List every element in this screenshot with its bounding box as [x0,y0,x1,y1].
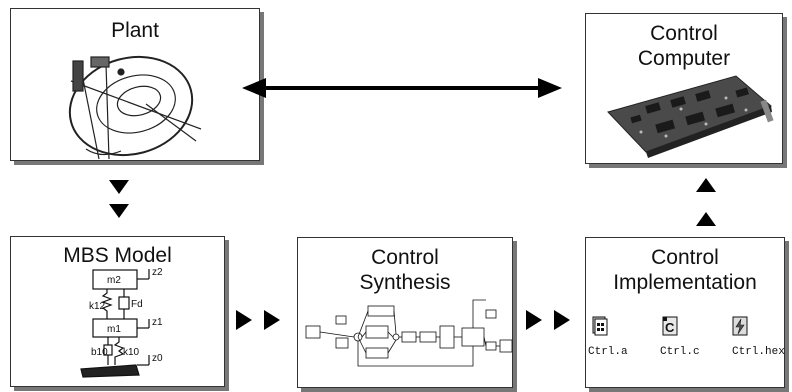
synthesis-title-line2: Synthesis [359,271,451,294]
plant-sketch-image [68,55,202,160]
computer-title-line1: Control [650,22,718,45]
implementation-title-line2: Implementation [613,271,757,294]
mass-spring-diagram: m2 m1 k12 Fd b10 k10 z2 z1 z0 [80,267,163,378]
control-synthesis-box: Control Synthesis [297,237,513,388]
plant-title: Plant [111,19,159,42]
computer-title-line2: Computer [637,47,731,70]
k12-label: k12 [89,301,106,312]
arrows-synthesis-to-implementation [526,310,570,330]
arrows-mbs-to-synthesis [236,310,280,330]
hex-file-icon[interactable] [732,316,748,336]
control-implementation-box: Control Implementation Ctrl.a C Ctrl.c C… [585,237,785,388]
z2-label: z2 [152,267,163,278]
arrows-implementation-to-computer [696,178,716,226]
double-arrow-plant-computer [242,78,562,98]
file-name-ctrl-hex[interactable]: Ctrl.hex [732,346,785,358]
block-diagram-image [305,299,513,367]
k10-label: k10 [123,347,140,358]
plant-box: Plant [10,8,260,161]
fd-label: Fd [131,299,143,310]
mbs-title: MBS Model [63,244,172,267]
circuit-board-image [607,75,774,158]
z1-label: z1 [152,317,163,328]
file-name-ctrl-a[interactable]: Ctrl.a [588,346,628,358]
c-source-file-icon[interactable]: C [662,316,678,336]
library-file-icon[interactable] [592,316,608,336]
synthesis-title-line1: Control [371,246,439,269]
file-name-ctrl-c[interactable]: Ctrl.c [660,346,700,358]
mbs-model-box: MBS Model m2 m1 k12 Fd b10 k10 z2 z1 [10,236,225,387]
implementation-title-line1: Control [651,246,719,269]
b10-label: b10 [91,347,108,358]
svg-text:C: C [665,320,675,335]
control-computer-box: Control Computer [585,13,783,164]
m1-label: m1 [107,324,121,335]
z0-label: z0 [152,353,163,364]
arrows-plant-to-mbs [109,180,129,218]
m2-label: m2 [107,275,121,286]
